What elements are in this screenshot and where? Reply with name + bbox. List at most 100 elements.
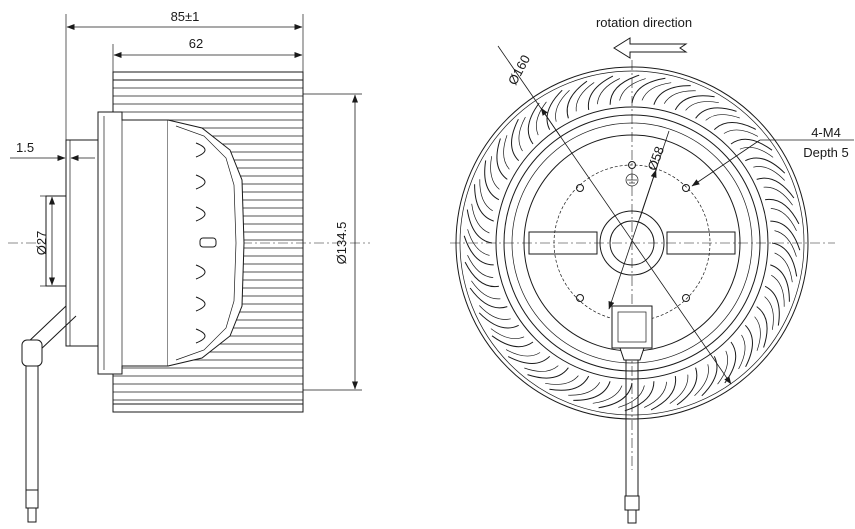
impeller-blade-inner bbox=[479, 305, 511, 320]
impeller-blade-inner bbox=[669, 374, 689, 404]
impeller-blade bbox=[496, 138, 508, 180]
impeller-blade-inner bbox=[592, 385, 623, 404]
impeller-blade bbox=[674, 95, 715, 111]
impeller-inner-ring bbox=[495, 106, 769, 380]
impeller-blade bbox=[474, 184, 494, 222]
rotation-arrow-icon bbox=[613, 37, 688, 59]
side-view: 85±1 62 1.5 Ø27 Ø134.5 bbox=[8, 9, 370, 523]
impeller-blade bbox=[756, 177, 795, 199]
thread-spec: 4-M4 bbox=[811, 125, 841, 140]
impeller-blade-inner bbox=[641, 82, 672, 101]
impeller-blade-inner bbox=[555, 90, 570, 122]
impeller-blade bbox=[466, 209, 493, 244]
impeller-blade-inner bbox=[568, 382, 601, 396]
mounting-bar-left bbox=[528, 231, 598, 255]
rotation-label: rotation direction bbox=[596, 15, 692, 30]
hub-slot bbox=[195, 142, 206, 158]
hub-slot bbox=[195, 206, 206, 222]
impeller-blade bbox=[624, 381, 655, 412]
impeller-blade-inner bbox=[467, 229, 490, 256]
impeller-blade-inner bbox=[723, 129, 759, 137]
impeller-blade-inner bbox=[738, 334, 746, 370]
impeller-blade-inner bbox=[471, 280, 501, 300]
impeller-blade bbox=[650, 376, 677, 411]
impeller-blade-inner bbox=[619, 78, 646, 101]
impeller-blade-inner bbox=[490, 328, 525, 339]
impeller-blade-inner bbox=[644, 381, 667, 408]
impeller-blade-inner bbox=[524, 365, 559, 372]
impeller-blade-inner bbox=[774, 252, 793, 283]
impeller-blade-inner bbox=[771, 274, 785, 307]
impeller-blade bbox=[598, 382, 633, 409]
impeller-blade bbox=[695, 107, 737, 119]
impeller-blade bbox=[609, 74, 640, 105]
thread-leader bbox=[691, 139, 761, 187]
impeller-outer-ring bbox=[455, 66, 809, 420]
impeller-blade-inner bbox=[717, 350, 728, 385]
hub-slot bbox=[195, 296, 206, 312]
impeller-blades-front bbox=[463, 74, 801, 412]
impeller-blade bbox=[745, 157, 786, 174]
impeller-blade bbox=[730, 138, 773, 151]
impeller-blade-inner bbox=[575, 82, 595, 112]
thread-depth: Depth 5 bbox=[803, 145, 849, 160]
dim-outer-diameter: Ø160 bbox=[505, 52, 533, 87]
impeller-blade bbox=[566, 80, 588, 119]
impeller-blade-inner bbox=[770, 208, 797, 231]
impeller-blade bbox=[511, 118, 520, 162]
dim-overall-length: 85±1 bbox=[171, 9, 200, 24]
impeller-blade-inner bbox=[518, 116, 526, 152]
impeller-blade-inner bbox=[754, 316, 761, 351]
impeller-blade-inner bbox=[705, 114, 740, 121]
bolt-hole-2 bbox=[682, 184, 690, 192]
impeller-blade-inner bbox=[685, 101, 719, 111]
impeller-blade bbox=[527, 367, 569, 379]
dim-line-outer bbox=[497, 45, 732, 385]
bolt-hole-4 bbox=[682, 294, 690, 302]
dim-impeller-length: 62 bbox=[189, 36, 203, 51]
impeller-blade bbox=[484, 160, 500, 201]
dim-bolt-circle: Ø58 bbox=[645, 144, 668, 172]
hub-slot bbox=[195, 328, 206, 344]
front-view: Ø160 Ø58 4-M4 Depth 5 rotation direction bbox=[450, 15, 854, 524]
impeller-blade bbox=[478, 312, 519, 329]
hub-slot bbox=[195, 174, 206, 190]
impeller-blade-inner bbox=[763, 186, 793, 206]
dim-hub-diameter: Ø27 bbox=[34, 231, 49, 256]
dim-flange-offset: 1.5 bbox=[16, 140, 34, 155]
impeller-blade bbox=[546, 89, 563, 130]
impeller-blade-inner bbox=[597, 78, 620, 105]
impeller-blade bbox=[713, 122, 757, 131]
impeller-blade-inner bbox=[663, 90, 696, 104]
impeller-blade bbox=[631, 77, 666, 104]
hub-slot bbox=[195, 264, 206, 280]
impeller-blade-inner bbox=[490, 156, 500, 190]
side-dimensions: 85±1 62 1.5 Ø27 Ø134.5 bbox=[10, 9, 362, 391]
impeller-blade-inner bbox=[753, 166, 785, 181]
impeller-blade bbox=[507, 355, 551, 364]
bolt-hole-1 bbox=[576, 184, 584, 192]
bolt-hole-3 bbox=[576, 294, 584, 302]
bolt-hole-top bbox=[628, 161, 636, 169]
impeller-blade-inner bbox=[739, 147, 774, 158]
dim-impeller-diameter: Ø134.5 bbox=[334, 222, 349, 265]
front-flange-side bbox=[45, 139, 99, 347]
impeller-blade bbox=[587, 75, 614, 110]
impeller-blade bbox=[464, 261, 499, 288]
impeller-blade-inner bbox=[536, 101, 547, 136]
impeller-blade-inner bbox=[764, 296, 774, 330]
impeller-blade bbox=[701, 356, 718, 397]
impeller-blade-inner bbox=[505, 349, 541, 357]
impeller-blade bbox=[549, 375, 590, 391]
dim-line-bolt-circle bbox=[608, 130, 670, 310]
impeller-blade bbox=[527, 102, 540, 145]
cable-side bbox=[21, 305, 77, 523]
impeller-blade-inner bbox=[479, 179, 493, 212]
impeller-blade bbox=[573, 381, 611, 401]
mounting-bar-right bbox=[666, 231, 736, 255]
ground-icon bbox=[625, 173, 639, 187]
impeller-blade bbox=[764, 285, 780, 326]
cable-front bbox=[611, 305, 653, 524]
motor-housing-side bbox=[97, 111, 245, 375]
impeller-blade bbox=[463, 235, 494, 266]
